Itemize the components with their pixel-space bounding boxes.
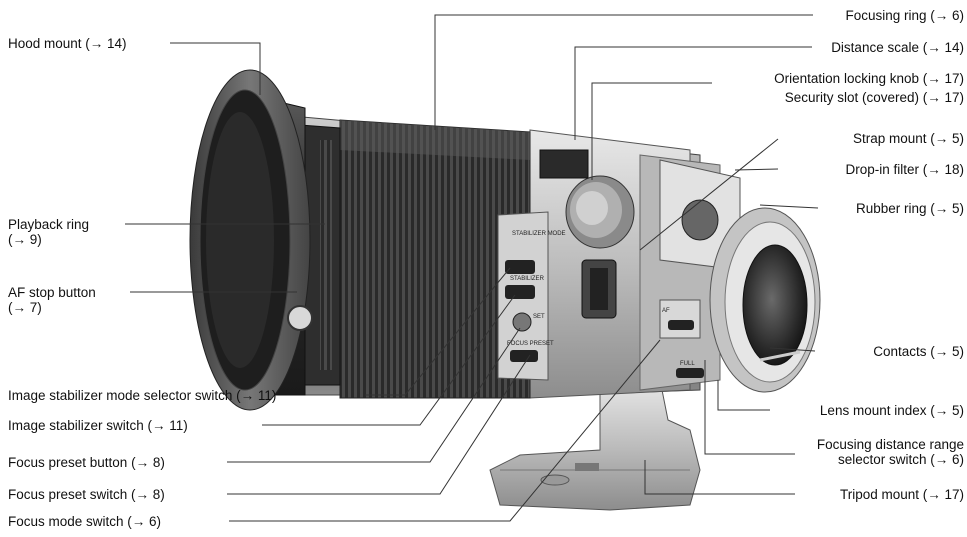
leader-focus-preset-switch [227,354,531,495]
leader-focus-preset-button [227,327,521,463]
drop-in-filter [659,159,741,271]
set-marking: SET [533,314,545,320]
strap-mount [581,259,617,319]
leader-lines [125,14,819,522]
full-marking: FULL [680,361,695,367]
stabilizer-marking: STABILIZER [510,276,545,282]
label-af-stop-line2: (→ 7) [8,300,42,315]
label-focusing-ring: Focusing ring (→ 6) [845,8,964,23]
leader-distance-scale [574,46,812,140]
distance-scale-window [539,149,589,179]
label-contacts: Contacts (→ 5) [873,344,964,359]
label-playback-ring: Playback ring (→ 9) [8,217,89,247]
label-tripod-mount: Tripod mount (→ 17) [839,487,964,502]
label-lens-mount-index: Lens mount index (→ 5) [819,403,964,418]
leader-strap-mount [639,138,779,251]
label-is-switch: Image stabilizer switch (→ 11) [8,418,188,433]
focus-range-switch: AF FULL [659,299,704,378]
label-focus-mode-switch: Focus mode switch (→ 6) [8,514,162,529]
label-distance-scale: Distance scale (→ 14) [831,40,964,55]
leader-lens-mount-index [717,380,770,411]
leader-tripod-mount [644,460,795,495]
leader-is-mode [365,267,511,396]
orientation-knob [565,175,635,249]
tripod-foot [489,379,701,511]
lens-mount [709,207,821,393]
label-is-mode-switch: Image stabilizer mode selector switch (→… [8,388,277,403]
label-focus-range-line1: Focusing distance range [816,437,964,452]
label-focus-range-switch: Focusing distance range selector switch … [817,437,964,467]
focus-preset-marking: FOCUS PRESET [507,341,554,347]
label-strap-mount: Strap mount (→ 5) [852,131,964,146]
leader-hood-mount [170,42,261,95]
label-focus-preset-switch: Focus preset switch (→ 8) [8,487,165,502]
label-playback-ring-line1: Playback ring [8,217,90,232]
af-mf-marking: AF [662,308,670,314]
leader-focusing-ring [434,14,813,130]
label-af-stop-line1: AF stop button [8,285,96,300]
leader-orientation-knob [591,82,712,180]
label-drop-in-filter: Drop-in filter (→ 18) [845,162,964,177]
leader-focus-range [704,360,795,455]
leader-contacts [769,347,816,352]
label-af-stop: AF stop button (→ 7) [8,285,96,315]
leader-is-switch [262,294,516,426]
label-security-slot: Security slot (covered) (→ 17) [784,90,964,105]
leader-drop-in-filter [734,168,779,171]
lens-hood [189,69,313,411]
af-stop-button-shape [287,305,313,331]
leader-rubber-ring [759,204,819,209]
focusing-ring [339,119,531,399]
label-rubber-ring: Rubber ring (→ 5) [855,201,964,216]
label-orientation-knob: Orientation locking knob (→ 17) [774,71,964,86]
label-focus-preset-button: Focus preset button (→ 8) [8,455,165,470]
label-playback-ring-line2: (→ 9) [8,232,42,247]
label-hood-mount: Hood mount (→ 14) [8,36,127,51]
stabilizer-mode-marking: STABILIZER MODE [512,231,566,237]
label-focus-range-line2: selector switch (→ 6) [837,452,964,467]
switch-panel: STABILIZER MODE STABILIZER FOCUS PRESET … [497,211,566,381]
leader-focus-mode [229,339,661,522]
